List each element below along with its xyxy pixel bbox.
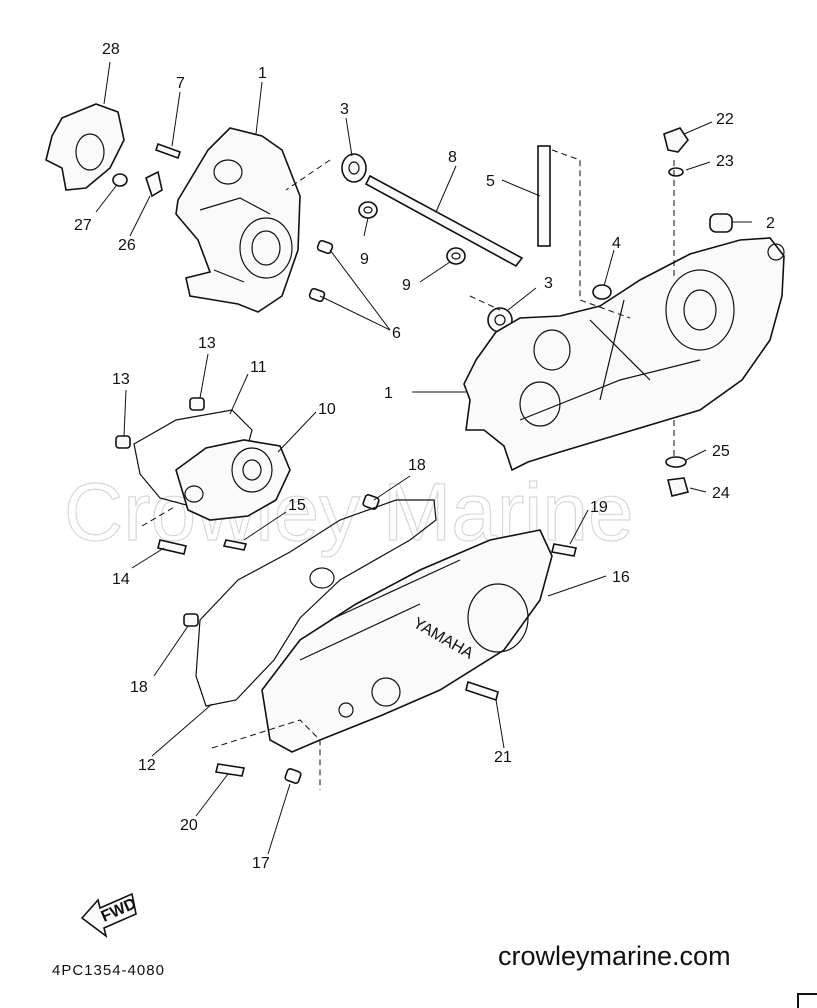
watermark-text: Crowley Marine xyxy=(64,467,634,558)
callout-4: 4 xyxy=(612,235,621,252)
leader-lines xyxy=(95,61,752,855)
plug-part-24 xyxy=(667,477,689,497)
crankcase-cover-part-16: YAMAHA xyxy=(261,529,553,753)
callout-22: 22 xyxy=(716,111,734,128)
corner-bracket xyxy=(797,993,817,1008)
dowel-pin-part-17 xyxy=(284,768,302,784)
bearing-part-3-upper xyxy=(341,153,367,183)
dowel-pin-part-6-b xyxy=(308,287,326,303)
crankcase-left-part-1 xyxy=(175,127,301,313)
callout-16: 16 xyxy=(612,569,630,586)
plug-part-22 xyxy=(663,127,689,153)
fwd-arrow-icon: FWD xyxy=(80,892,139,938)
callout-18-upper: 18 xyxy=(408,457,426,474)
callout-7: 7 xyxy=(176,75,185,92)
callout-17: 17 xyxy=(252,855,270,872)
callout-26: 26 xyxy=(118,237,136,254)
washer-part-23 xyxy=(668,167,684,177)
bolt-part-19 xyxy=(551,543,577,557)
crankcase-right-part-1 xyxy=(463,237,785,472)
dowel-pin-part-18-b xyxy=(183,613,199,627)
callout-3-upper: 3 xyxy=(340,101,349,118)
callout-21: 21 xyxy=(494,749,512,766)
diagram-code-label: 4PC1354-4080 xyxy=(52,962,165,979)
callout-13-left: 13 xyxy=(112,371,130,388)
cover-plate-part-28 xyxy=(45,103,125,191)
oil-seal-part-9-b xyxy=(446,247,466,265)
dowel-pin-part-6-a xyxy=(316,239,334,255)
dowel-pin-part-18-a xyxy=(362,494,380,510)
callout-27: 27 xyxy=(74,217,92,234)
website-label: crowleymarine.com xyxy=(498,941,731,971)
gasket-part-12 xyxy=(195,499,437,707)
bolt-part-20 xyxy=(215,763,245,777)
callout-8: 8 xyxy=(448,149,457,166)
callout-3-lower: 3 xyxy=(544,275,553,292)
callout-2: 2 xyxy=(766,215,775,232)
callout-5: 5 xyxy=(486,173,495,190)
shaft-part-8 xyxy=(364,174,524,268)
dowel-pin-part-13-a xyxy=(189,397,205,411)
callout-20: 20 xyxy=(180,817,198,834)
callout-24: 24 xyxy=(712,485,730,502)
callout-1-upper: 1 xyxy=(258,65,267,82)
callout-23: 23 xyxy=(716,153,734,170)
bolt-part-27 xyxy=(112,173,128,187)
callout-19: 19 xyxy=(590,499,608,516)
dowel-pin-part-13-b xyxy=(115,435,131,449)
callout-10: 10 xyxy=(318,401,336,418)
transmission-cover-part-10 xyxy=(175,439,291,521)
bolt-part-14 xyxy=(157,539,187,555)
callout-28: 28 xyxy=(102,41,120,58)
callout-13-upper: 13 xyxy=(198,335,216,352)
callout-18-lower: 18 xyxy=(130,679,148,696)
bolt-part-21 xyxy=(465,680,499,702)
callout-1-lower: 1 xyxy=(384,385,393,402)
callout-12: 12 xyxy=(138,757,156,774)
callout-9-right: 9 xyxy=(402,277,411,294)
callout-15: 15 xyxy=(288,497,306,514)
callout-11: 11 xyxy=(250,359,267,376)
washer-part-25 xyxy=(665,456,687,468)
callout-14: 14 xyxy=(112,571,130,588)
clip-part-26 xyxy=(145,170,163,198)
bushing-part-2 xyxy=(709,213,733,233)
tube-part-5 xyxy=(537,145,551,247)
bolt-part-7 xyxy=(154,142,182,160)
callout-labels: 28 7 1 3 8 5 22 23 2 27 26 9 9 4 3 6 1 1… xyxy=(74,41,775,872)
callout-25: 25 xyxy=(712,443,730,460)
callout-9-left: 9 xyxy=(360,251,369,268)
bolt-part-15 xyxy=(222,539,248,551)
clamp-part-4 xyxy=(592,284,612,300)
oil-seal-part-9-a xyxy=(358,201,378,219)
callout-6: 6 xyxy=(392,325,401,342)
